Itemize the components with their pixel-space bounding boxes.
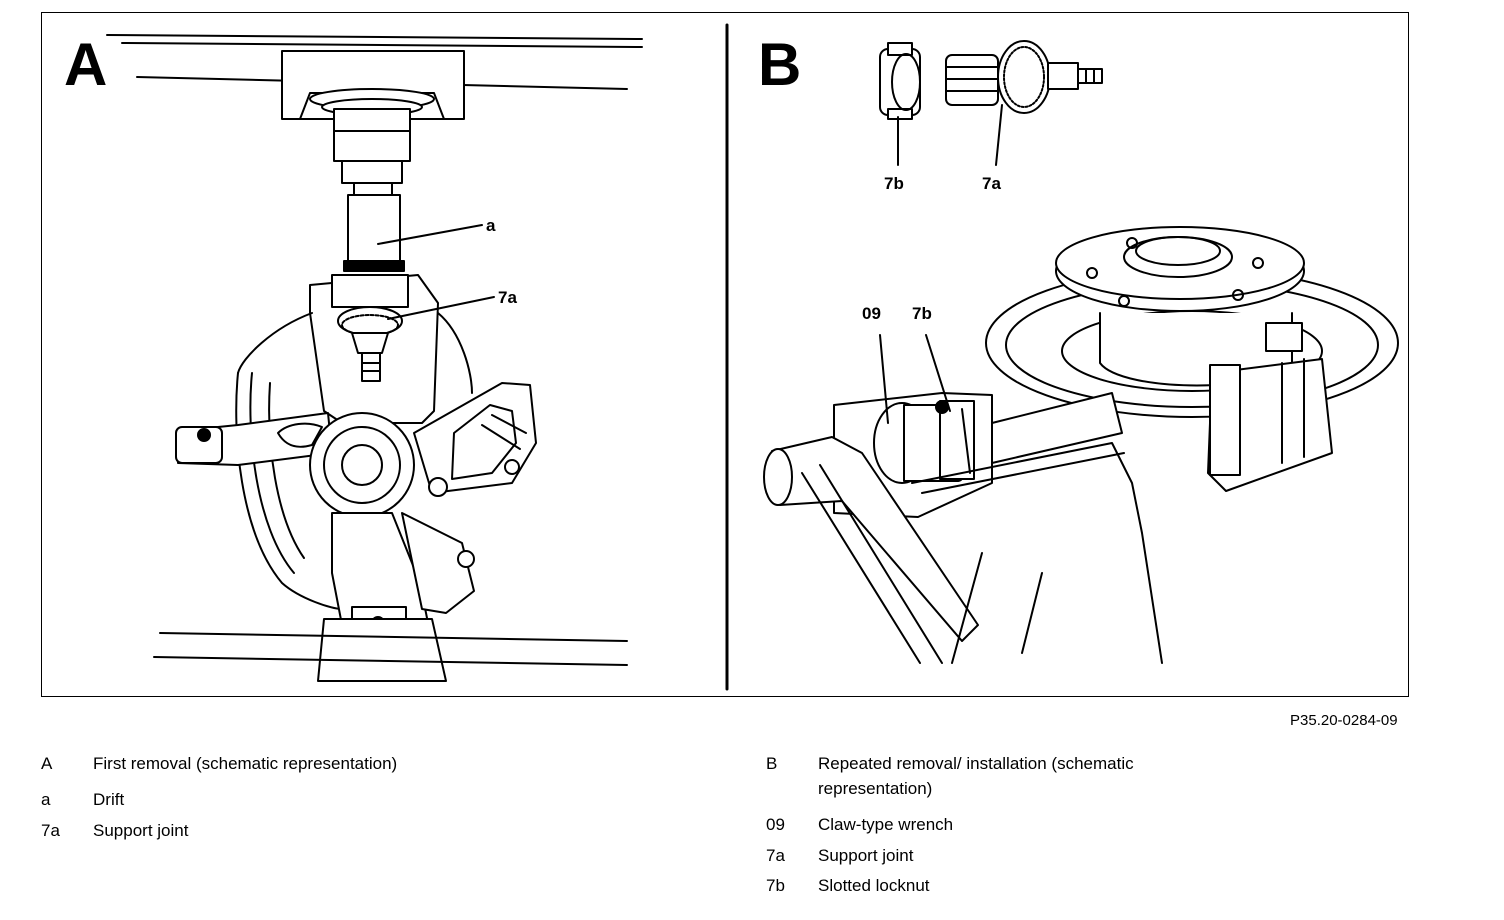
drift-collar [343,260,405,272]
legend-text: Support joint [818,846,914,865]
leader-locknut-bottom [925,334,951,412]
legend-key: A [41,754,53,773]
legend-text: Drift [93,790,125,809]
leader-joint-top [995,104,1003,166]
technical-drawing: A B a 7a 7b 7a 09 7b [64,23,1399,691]
panel-a-letter: A [64,31,107,98]
drift-shape [347,194,401,266]
illustration-frame: A B a 7a 7b 7a 09 7b [41,12,1409,697]
callout-wrench: 09 [862,304,881,323]
callout-locknut-top: 7b [884,174,904,193]
legend-text: Slotted locknut [818,876,930,895]
legend-key: 7b [766,876,785,895]
panel-a-drawing [106,34,643,682]
callout-joint-top: 7a [982,174,1001,193]
legend-text: First removal (schematic representation) [93,754,398,773]
support-joint-top-shape [997,40,1051,114]
panel-b-drawing [763,40,1399,664]
legend-key: a [41,790,51,809]
leader-drift [377,224,483,245]
callout-support-joint-a: 7a [498,288,517,307]
legend-text: Claw-type wrench [818,815,954,834]
legend-text: Support joint [93,821,189,840]
legend-key: 7a [766,846,785,865]
legend-key: 7a [41,821,60,840]
figure-reference: P35.20-0284-09 [1290,712,1398,729]
legend-key: B [766,754,778,773]
legend-text-continued: representation) [818,779,933,798]
callout-locknut-bottom: 7b [912,304,932,323]
leader-wrench [879,334,889,424]
callout-drift: a [486,216,496,235]
legend-text: Repeated removal/ installation (schemati… [818,754,1134,773]
panel-b-letter: B [758,31,801,98]
leader-support-joint [387,296,495,320]
legend-key: 09 [766,815,785,834]
